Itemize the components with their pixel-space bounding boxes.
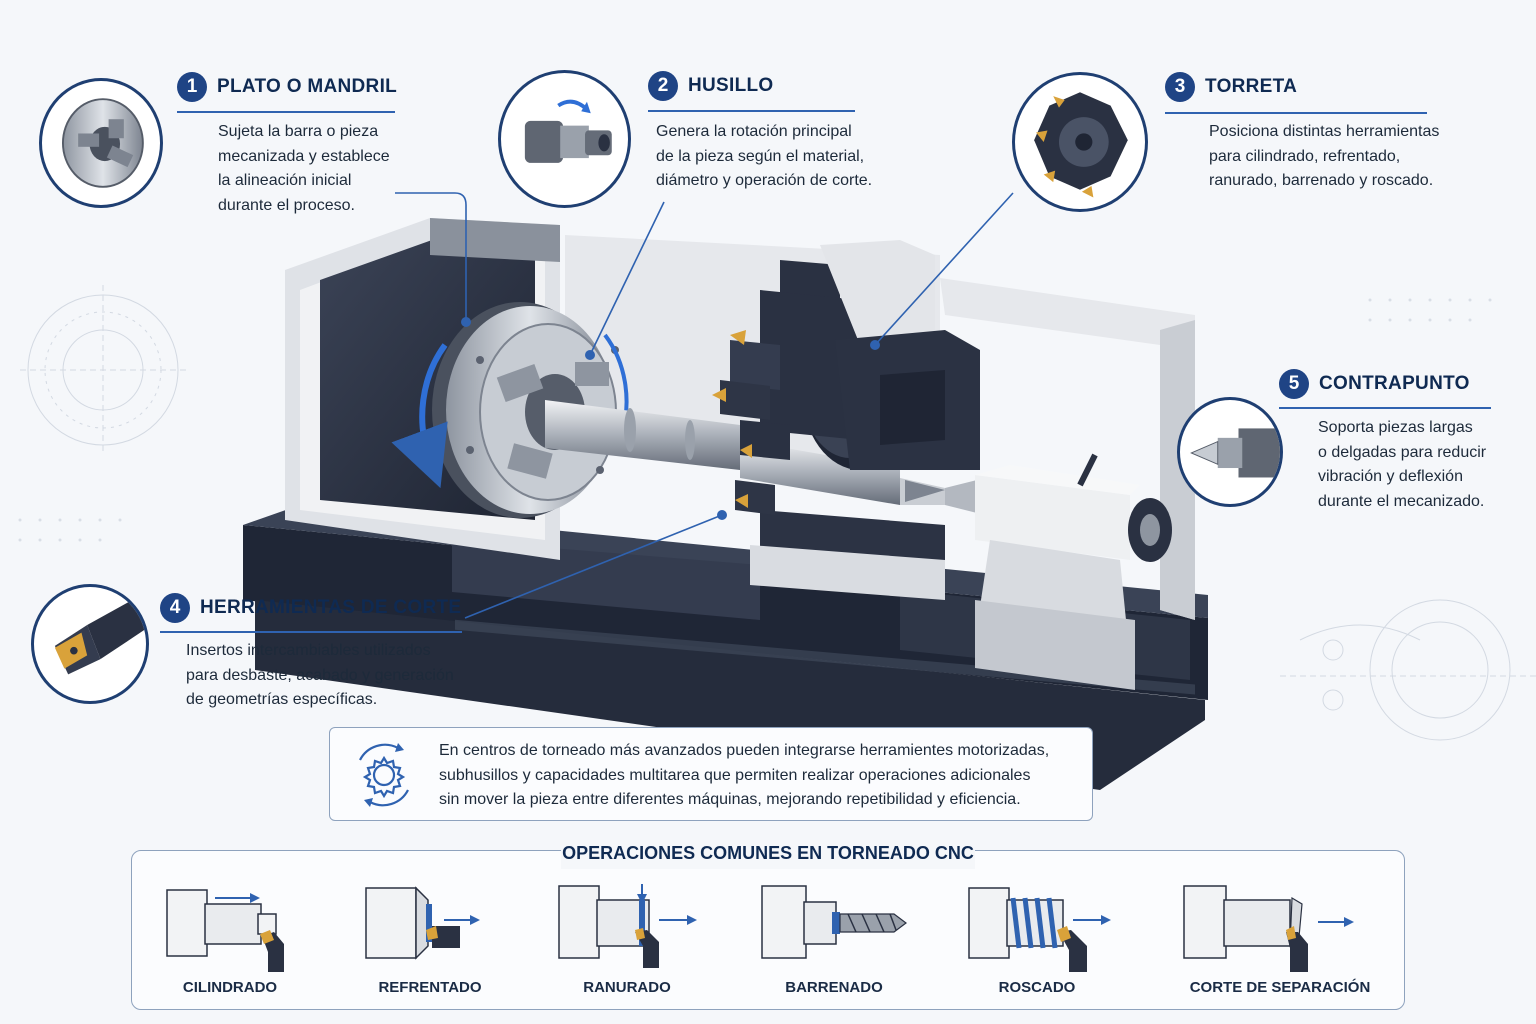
callout-4-label: HERRAMIENTAS DE CORTE [200,597,462,618]
callout-4-underline [160,631,462,633]
callout-1-desc-line: Sujeta la barra o pieza [218,123,379,140]
callout-5-label: CONTRAPUNTO [1319,373,1470,394]
chuck-icon [39,78,163,208]
callout-4-desc-line: para desbaste, acabado y generación [186,666,454,684]
cutting-tool-icon [31,584,149,704]
info-line: En centros de torneado más avanzados pue… [439,742,1050,759]
technical-sketch-right [1280,599,1536,741]
callout-4-description: Insertos intercambiables utilizados para… [186,639,486,713]
callout-2-number: 2 [648,71,678,101]
gear-cycle-icon [359,743,409,807]
callout-1-label: PLATO O MANDRIL [217,76,398,97]
parting-op-icon [1183,885,1354,972]
callout-5-desc-line: durante el mecanizado. [1318,492,1485,510]
callout-1-underline [177,111,395,113]
callout-1-description: Sujeta la barra o pieza mecanizada y est… [218,120,418,218]
callout-4-title: 4 HERRAMIENTAS DE CORTE [160,593,461,623]
callout-1-desc-line: la alineación inicial [218,172,352,189]
turning-op-icon [166,889,284,972]
threading-op-icon [968,887,1111,972]
callout-5-desc-line: vibración y deflexión [1318,468,1463,485]
operation-threading: ROSCADO [947,880,1127,1000]
callout-2-underline [648,110,855,112]
callout-3-desc-line: Posiciona distintas herramientas [1209,123,1440,140]
info-line: subhusillos y capacidades multitarea que… [439,766,1031,784]
operations-title: OPERACIONES COMUNES EN TORNEADO CNC [561,838,975,869]
callout-1-desc-line: mecanizada y establece [218,147,390,165]
operation-grooving: RANURADO [537,880,717,1000]
operation-label: ROSCADO [998,979,1076,996]
operation-label: CORTE DE SEPARACIÓN [1189,979,1371,996]
operation-facing: REFRENTADO [340,880,520,1000]
leader-dots [461,317,880,520]
callout-3-label: TORRETA [1205,76,1298,97]
callout-4-desc-line: de geometrías específicas. [186,691,378,708]
drilling-op-icon [761,885,907,959]
operation-drilling: BARRENADO [744,880,924,1000]
callout-5-desc-line: o delgadas para reducir [1318,443,1487,461]
callout-3-desc-line: para cilindrado, refrentado, [1209,147,1401,165]
callout-3-title: 3 TORRETA [1165,72,1297,102]
callout-2-desc-line: de la pieza según el material, [656,147,865,165]
callout-3-number: 3 [1165,72,1195,102]
rotation-arrow [391,343,448,489]
operation-label: REFRENTADO [378,979,482,996]
operation-label: CILINDRADO [182,979,278,996]
turret-icon [1012,72,1148,212]
operation-label: BARRENADO [785,979,883,996]
operation-turning: CILINDRADO [140,880,320,1000]
callout-5-underline [1279,407,1491,409]
facing-op-icon [365,886,480,960]
info-line: sin mover la pieza entre diferentes máqu… [439,791,1021,808]
callout-3-underline [1165,112,1427,114]
technical-sketch-left [20,285,190,455]
callout-2-desc-line: Genera la rotación principal [656,123,852,140]
callout-4-number: 4 [160,593,190,623]
callout-3-description: Posiciona distintas herramientas para ci… [1209,120,1489,194]
grooving-op-icon [558,884,697,968]
callout-2-description: Genera la rotación principal de la pieza… [656,120,916,194]
callout-3-desc-line: ranurado, barrenado y roscado. [1209,172,1434,189]
info-box: En centros de torneado más avanzados pue… [329,727,1093,821]
callout-1-number: 1 [177,72,207,102]
callout-5-number: 5 [1279,369,1309,399]
callout-5-desc-line: Soporta piezas largas [1318,419,1473,436]
tailstock-assembly [945,453,1172,690]
operation-label: RANURADO [583,979,671,996]
info-text: En centros de torneado más avanzados pue… [439,739,1079,813]
callout-5-description: Soporta piezas largas o delgadas para re… [1318,416,1528,514]
callout-5-title: 5 CONTRAPUNTO [1279,369,1470,399]
callout-2-desc-line: diámetro y operación de corte. [656,172,873,189]
tailstock-icon [1177,397,1283,507]
callout-2-title: 2 HUSILLO [648,71,774,101]
callout-1-title: 1 PLATO O MANDRIL [177,72,397,102]
callout-2-label: HUSILLO [688,75,774,96]
chuck-assembly [432,302,619,518]
dot-grid-decoration [18,298,1492,542]
callout-1-desc-line: durante el proceso. [218,196,355,214]
callout-leader-lines [395,192,1014,619]
turret-assembly [712,240,980,600]
callout-4-desc-line: Insertos intercambiables utilizados [186,642,431,659]
operation-parting: CORTE DE SEPARACIÓN [1180,880,1380,1000]
spindle-icon [498,70,631,208]
